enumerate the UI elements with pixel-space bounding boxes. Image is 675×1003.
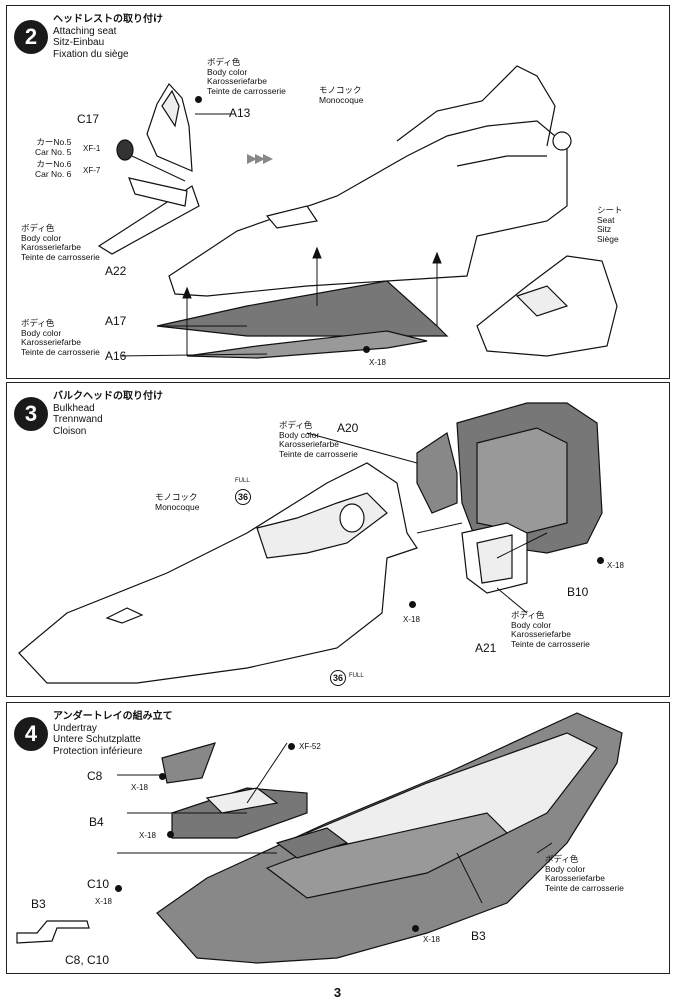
paint-drop-icon: [412, 925, 419, 932]
part-c10: C10: [87, 877, 110, 891]
part-a22: A22: [105, 264, 127, 278]
title-fr: Cloison: [53, 425, 87, 437]
paint-x18: X-18: [369, 358, 386, 367]
title-en: Bulkhead: [53, 402, 95, 414]
a20-body-color-note: ボディ色 Body color Karosseriefarbe Teinte d…: [279, 420, 358, 459]
monocoque-body: [168, 120, 568, 297]
step-number-badge: 2: [14, 20, 48, 54]
paint-x18-b10: X-18: [607, 561, 624, 570]
page-number: 3: [333, 985, 342, 1000]
part-a21: A21: [475, 641, 497, 655]
paint-drop-icon: [409, 601, 416, 608]
part-b3: B3: [471, 929, 486, 943]
headrest-part: [146, 83, 193, 172]
step-title: アンダートレイの組み立て Undertray Untere Schutzplat…: [53, 711, 173, 757]
part-c17: C17: [77, 112, 100, 126]
step-3-illustration: [18, 402, 603, 684]
c10-part: [275, 827, 349, 859]
part-b3-inset: B3: [31, 897, 46, 911]
title-jp: アンダートレイの組み立て: [53, 711, 173, 722]
paint-drop-icon: [167, 831, 174, 838]
step-4-panel: 4 アンダートレイの組み立て Undertray Untere Schutzpl…: [6, 702, 670, 974]
a22-body-color-note: ボディ色 Body color Karosseriefarbe Teinte d…: [21, 223, 100, 262]
paint-drop-icon: [159, 773, 166, 780]
step-number-badge: 4: [14, 717, 48, 751]
title-fr: Protection inférieure: [53, 745, 143, 757]
car-6-note: カーNo.6 Car No. 6: [35, 159, 72, 179]
a17-body-color-note: ボディ色 Body color Karosseriefarbe Teinte d…: [21, 318, 100, 357]
screw-note: FULL: [235, 478, 250, 484]
title-de: Trennwand: [53, 414, 103, 425]
c17-part: [116, 139, 134, 161]
a21-body-color-note: ボディ色 Body color Karosseriefarbe Teinte d…: [511, 610, 590, 649]
car-5-note: カーNo.5 Car No. 5: [35, 137, 72, 157]
step-title: バルクヘッドの取り付け Bulkhead Trennwand Cloison: [53, 391, 163, 437]
paint-xf1: XF-1: [83, 144, 101, 153]
title-en: Undertray: [53, 722, 97, 734]
undertray-body-color-note: ボディ色 Body color Karosseriefarbe Teinte d…: [545, 854, 624, 893]
part-b4: B4: [89, 815, 104, 829]
title-en: Attaching seat: [53, 25, 117, 37]
title-de: Untere Schutzplatte: [53, 734, 141, 745]
paint-x18: X-18: [403, 615, 420, 624]
paint-drop-icon: [195, 96, 202, 103]
title-jp: ヘッドレストの取り付け: [53, 14, 163, 25]
screw-note-lower: FULL: [349, 673, 364, 679]
step-2-panel: 2 ヘッドレストの取り付け Attaching seat Sitz-Einbau…: [6, 5, 670, 379]
part-c8: C8: [87, 769, 103, 783]
title-fr: Fixation du siège: [53, 48, 129, 60]
step-number-badge: 3: [14, 397, 48, 431]
seat-label: シート Seat Sitz Siège: [597, 205, 623, 244]
title-de: Sitz-Einbau: [53, 37, 105, 48]
paint-drop-icon: [363, 346, 370, 353]
paint-xf7: XF-7: [83, 166, 101, 175]
screw-36-icon-lower: 36: [330, 670, 346, 686]
part-a16: A16: [105, 349, 127, 363]
inset-detail: [16, 920, 90, 944]
paint-drop-icon: [597, 557, 604, 564]
a17-part: [156, 280, 449, 337]
step-3-panel: 3 バルクヘッドの取り付け Bulkhead Trennwand Cloison…: [6, 382, 670, 697]
paint-x18-c8: X-18: [131, 783, 148, 792]
step-2-illustration: [97, 65, 618, 359]
step-title: ヘッドレストの取り付け Attaching seat Sitz-Einbau F…: [53, 14, 163, 60]
a16-part: [186, 330, 428, 359]
screw-36-icon: 36: [235, 489, 251, 505]
part-b10: B10: [567, 585, 589, 599]
paint-x18-main: X-18: [423, 935, 440, 944]
part-c8-c10-inset: C8, C10: [65, 953, 110, 967]
part-a17: A17: [105, 314, 127, 328]
part-a13: A13: [229, 106, 251, 120]
a13-body-color-note: ボディ色 Body color Karosseriefarbe Teinte d…: [207, 57, 286, 96]
paint-xf52: XF-52: [299, 742, 321, 751]
part-a20: A20: [337, 421, 359, 435]
paint-x18-c10: X-18: [95, 897, 112, 906]
step-4-illustration: [16, 712, 623, 964]
title-jp: バルクヘッドの取り付け: [53, 391, 163, 402]
monocoque-label: モノコック Monocoque: [155, 492, 200, 512]
paint-drop-icon: [288, 743, 295, 750]
monocoque-label: モノコック Monocoque: [319, 85, 364, 105]
paint-x18-b4: X-18: [139, 831, 156, 840]
a20-part: [416, 432, 458, 514]
paint-drop-icon: [115, 885, 122, 892]
